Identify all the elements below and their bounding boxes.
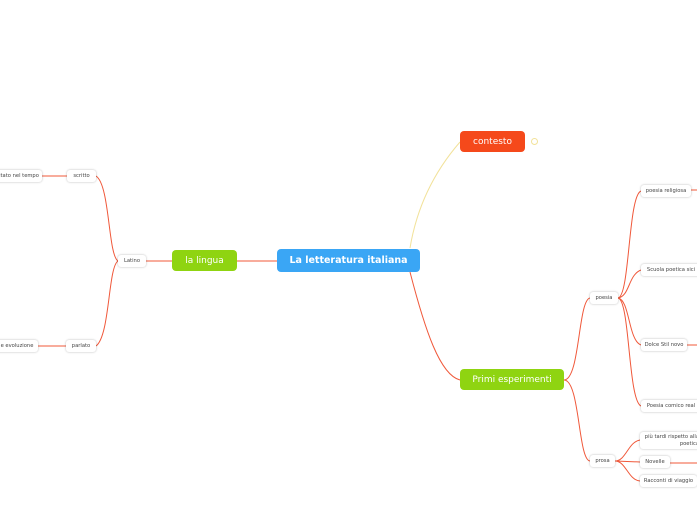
topic-poesia[interactable]: poesia — [590, 292, 618, 304]
branch-primi-esperimenti[interactable]: Primi esperimenti — [460, 369, 564, 390]
topic-dolce-stil-novo[interactable]: Dolce Stil novo — [641, 339, 687, 351]
topic-scritto[interactable]: scritto — [67, 170, 96, 182]
topic-poesia-comico[interactable]: Poesia comico real — [641, 400, 697, 412]
topic-latino[interactable]: Latino — [118, 255, 146, 267]
branch-contesto[interactable]: contesto — [460, 131, 525, 152]
topic-parlato-detail[interactable]: e evoluzione — [0, 340, 38, 352]
branch-la-lingua[interactable]: la lingua — [172, 250, 237, 271]
collapse-toggle-icon[interactable] — [531, 138, 538, 145]
topic-prosa-note[interactable]: più tardi rispetto alla poetica — [640, 432, 697, 449]
topic-poesia-religiosa[interactable]: poesia religiosa — [641, 185, 691, 197]
topic-prosa[interactable]: prosa — [590, 455, 615, 467]
topic-novelle[interactable]: Novelle — [640, 456, 670, 468]
topic-parlato[interactable]: parlato — [66, 340, 96, 352]
topic-scuola-poetica[interactable]: Scuola poetica sici — [641, 264, 697, 276]
root-node[interactable]: La letteratura italiana — [277, 249, 420, 272]
topic-racconti-viaggio[interactable]: Racconti di viaggio — [640, 475, 697, 487]
topic-scritto-detail[interactable]: itato nel tempo — [0, 170, 42, 182]
